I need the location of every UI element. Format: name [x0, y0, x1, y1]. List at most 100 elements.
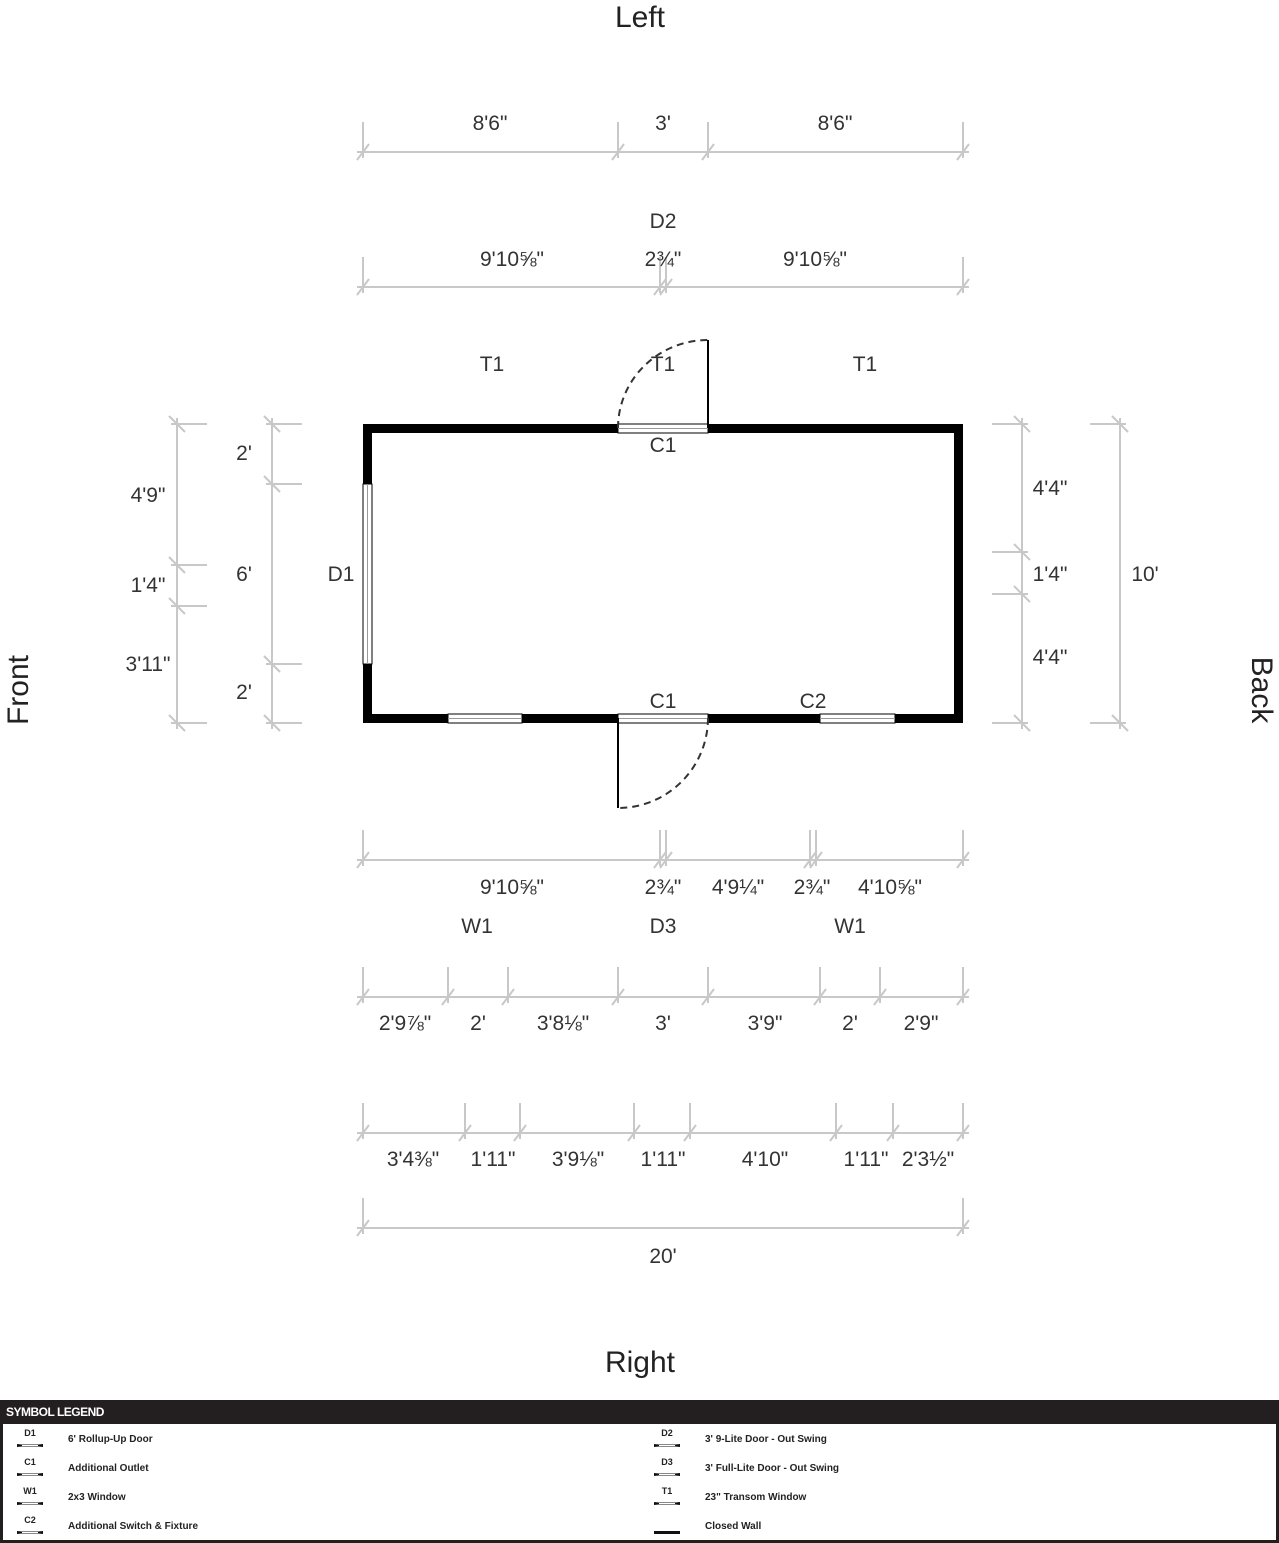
- legend-item: T1 23" Transom Window: [652, 1483, 806, 1512]
- legend-title: SYMBOL LEGEND: [6, 1405, 104, 1419]
- dimension-tick: [659, 278, 673, 296]
- legend-label: 6' Rollup-Up Door: [68, 1434, 153, 1445]
- legend-code: C1: [24, 1456, 36, 1467]
- dimension-tick: [1013, 415, 1031, 433]
- dimension-label: 3': [655, 112, 671, 135]
- side-label-front: Front: [2, 654, 35, 725]
- dimension-tick: [956, 1124, 970, 1142]
- dimension-tick: [659, 851, 673, 869]
- dimension-tick: [886, 1124, 900, 1142]
- dimension-label: 10': [1131, 563, 1158, 586]
- dimension-tick: [809, 851, 823, 869]
- dimension-tick: [956, 988, 970, 1006]
- opening-symbol-icon: C2: [15, 1514, 45, 1540]
- legend-code: T1: [661, 1485, 673, 1496]
- dimension-tick: [653, 851, 667, 869]
- opening-symbol-icon: D1: [15, 1427, 45, 1453]
- dimension-tick: [829, 1124, 843, 1142]
- dimension-tick: [701, 143, 715, 161]
- opening-symbol-icon: D2: [652, 1427, 682, 1453]
- dimension-label: 2¾": [794, 876, 831, 899]
- dimension-tick: [627, 1124, 641, 1142]
- dimension-label: 4'10⅝": [858, 876, 922, 899]
- dimension-label: 4'9": [131, 484, 166, 507]
- dimension-tick: [168, 556, 186, 574]
- dimension-tick: [956, 278, 970, 296]
- dimension-tick: [1013, 714, 1031, 732]
- dimension-label: 4'4": [1033, 477, 1068, 500]
- dimension-tick: [701, 988, 715, 1006]
- dimension-label: 8'6": [818, 112, 853, 135]
- dimension-label: 4'4": [1033, 646, 1068, 669]
- dimension-tick: [1111, 415, 1129, 433]
- dimension-tick: [263, 415, 281, 433]
- side-label-left: Left: [615, 1, 666, 34]
- dimension-tick: [356, 851, 370, 869]
- dimension-tick: [356, 988, 370, 1006]
- dimension-label: 1'11": [844, 1148, 889, 1171]
- dimension-tick: [956, 851, 970, 869]
- dimension-tick: [501, 988, 515, 1006]
- dimension-label: 2¾": [645, 876, 682, 899]
- side-label-right: Right: [605, 1346, 676, 1379]
- dimension-label: 2'9⅞": [379, 1012, 431, 1035]
- dimension-label: 1'4": [131, 574, 166, 597]
- dimension-label-total: 20': [649, 1245, 676, 1268]
- dimension-lines: [168, 122, 1129, 1237]
- closed-wall-icon: [652, 1514, 682, 1540]
- transom-label: T1: [480, 353, 505, 376]
- switch-label: C2: [800, 690, 827, 713]
- dimension-tick: [611, 143, 625, 161]
- dimension-label: 3': [655, 1012, 671, 1035]
- legend-label: 23" Transom Window: [705, 1492, 807, 1503]
- dimension-label: 1'4": [1033, 563, 1068, 586]
- dimension-label: 8'6": [473, 112, 508, 135]
- door-swing-arc: [617, 717, 709, 809]
- dimension-label: 3'9": [748, 1012, 783, 1035]
- dimension-label: 1'11": [641, 1148, 686, 1171]
- opening-symbol-icon: C1: [15, 1456, 45, 1482]
- outlet-label: C1: [650, 434, 677, 457]
- legend-item: Closed Wall: [652, 1512, 761, 1541]
- dimension-tick: [611, 988, 625, 1006]
- opening-symbol-icon: D3: [652, 1456, 682, 1482]
- dimension-tick: [873, 988, 887, 1006]
- dimension-label: 1'11": [471, 1148, 516, 1171]
- dimension-label: 3'8⅛": [537, 1012, 589, 1035]
- legend-label: 2x3 Window: [68, 1492, 126, 1503]
- legend-label: Additional Outlet: [68, 1463, 149, 1474]
- dimension-tick: [356, 1219, 370, 1237]
- dimension-label: 2'9": [904, 1012, 939, 1035]
- dimension-tick: [356, 143, 370, 161]
- legend-item: D1 6' Rollup-Up Door: [15, 1425, 153, 1454]
- dimension-tick: [263, 475, 281, 493]
- opening-symbol-icon: T1: [652, 1485, 682, 1511]
- opening-code-d2: D2: [650, 210, 677, 233]
- dimension-label: 2': [842, 1012, 858, 1035]
- legend-code: D3: [661, 1456, 673, 1467]
- dimension-tick: [356, 1124, 370, 1142]
- dimension-label: 6': [236, 563, 252, 586]
- legend-label: Closed Wall: [705, 1521, 762, 1532]
- legend-code: D1: [24, 1427, 36, 1438]
- dimension-tick: [513, 1124, 527, 1142]
- dimension-label: 9'10⅝": [480, 876, 544, 899]
- dimension-label: 2': [470, 1012, 486, 1035]
- opening-code: W1: [461, 915, 493, 938]
- transom-label: T1: [853, 353, 878, 376]
- dimension-tick: [168, 415, 186, 433]
- door-d2-opening: [617, 339, 709, 434]
- opening-code: D3: [650, 915, 677, 938]
- legend-code: D2: [661, 1427, 673, 1438]
- dimension-tick: [653, 278, 667, 296]
- dimension-tick: [813, 988, 827, 1006]
- dimension-tick: [168, 597, 186, 615]
- dimension-tick: [683, 1124, 697, 1142]
